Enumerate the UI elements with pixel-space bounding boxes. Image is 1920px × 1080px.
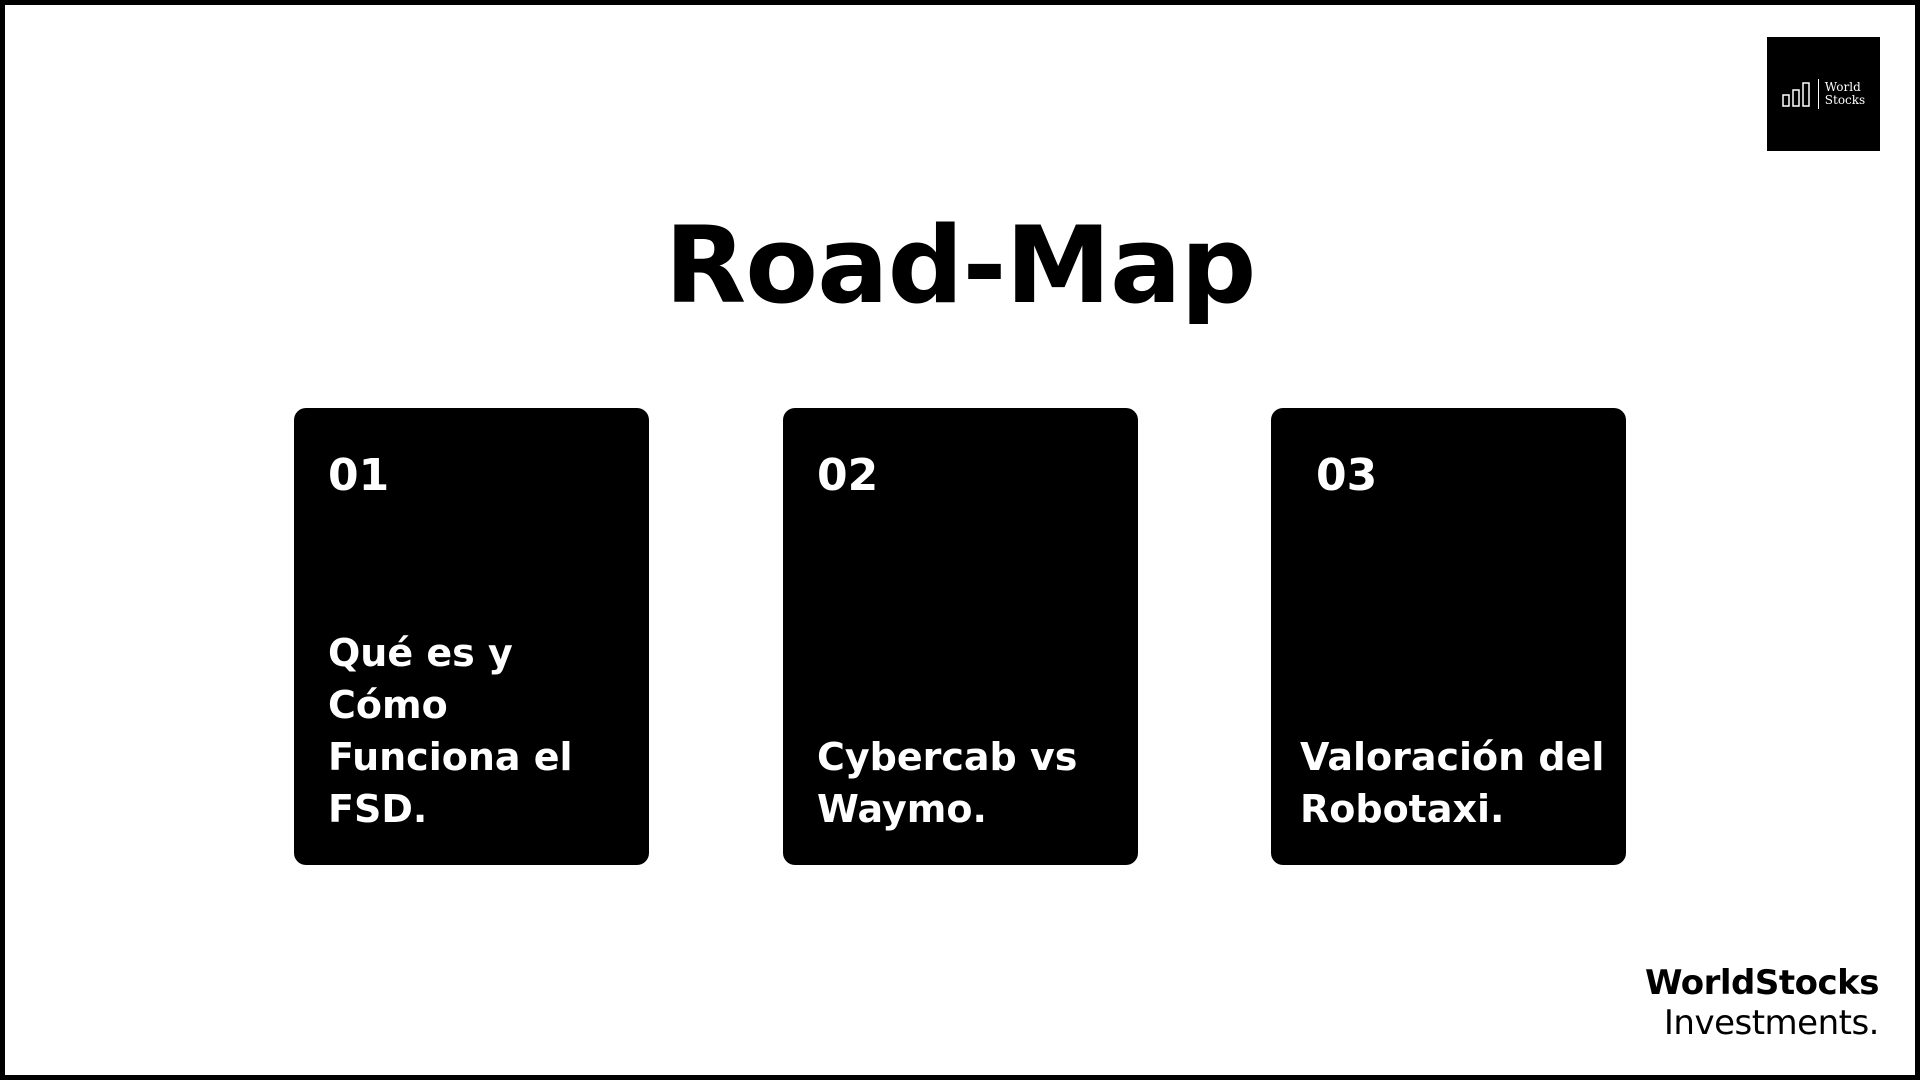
logo-text-line2: Stocks [1824,93,1866,107]
brand-line2: Investments. [1663,1003,1880,1043]
bar-chart-icon [1782,82,1810,107]
logo-inner: World Stocks [1782,79,1865,109]
card-number: 03 [1316,450,1378,501]
card-text: Cybercab vs Waymo. [817,735,1078,831]
roadmap-card-3: 03 Valoración del Robotaxi. [1271,408,1626,865]
slide: World Stocks Road-Map 01 Qué es y Cómo F… [5,5,1915,1075]
logo-divider [1817,79,1819,109]
card-text: Qué es y Cómo Funciona el FSD. [328,631,573,831]
card-number: 02 [817,450,879,501]
page-title: Road-Map [664,204,1257,327]
roadmap-card-1: 01 Qué es y Cómo Funciona el FSD. [294,408,649,865]
brand-wordmark: WorldStocks Investments. [1644,963,1880,1043]
roadmap-card-2: 02 Cybercab vs Waymo. [783,408,1138,865]
card-text: Valoración del Robotaxi. [1300,735,1605,831]
brand-line1: WorldStocks [1644,963,1880,1003]
logo-text-line1: World [1824,80,1861,94]
worldstocks-logo: World Stocks [1767,37,1880,151]
card-number: 01 [328,450,390,501]
logo-text: World Stocks [1825,81,1865,107]
